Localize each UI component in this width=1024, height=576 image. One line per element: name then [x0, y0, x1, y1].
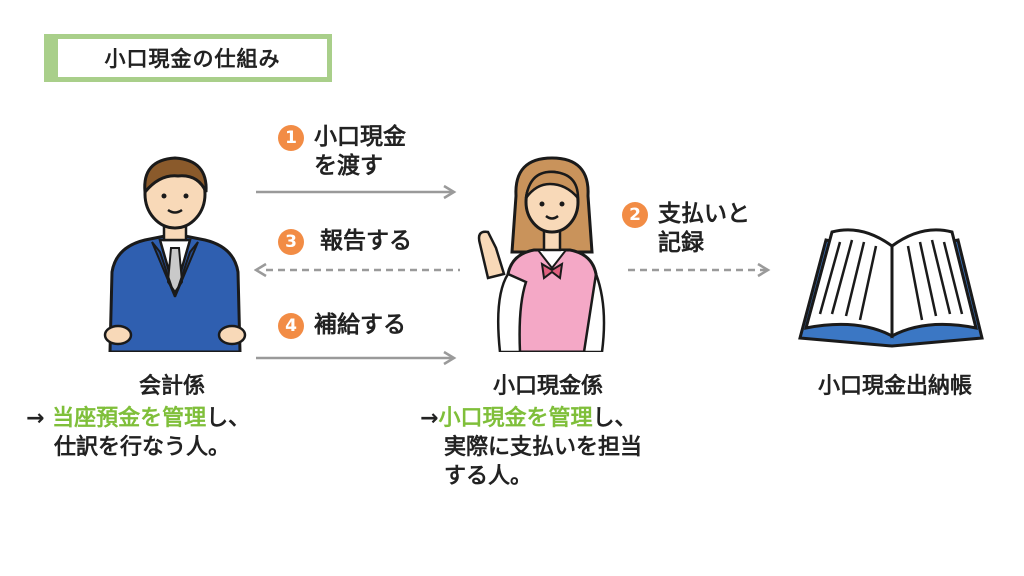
step-4: 4 補給する [278, 311, 406, 340]
step-2: 2 支払いと 記録 [622, 200, 750, 258]
ledger-label: 小口現金出納帳 [817, 374, 972, 399]
petty-cashier-label: 小口現金係 [492, 374, 603, 399]
arrow-replenish [256, 350, 457, 366]
step-3-badge: 3 [278, 229, 304, 255]
petty-cashier-desc-line2: 実際に支払いを担当 [444, 435, 643, 460]
accountant-description: → 当座預金を管理し、 仕訳を行なう人。 [26, 404, 250, 462]
accountant-desc-line2: 仕訳を行なう人。 [54, 435, 231, 460]
page-title: 小口現金の仕組み [104, 47, 281, 71]
petty-cashier-description: →小口現金を管理し、 実際に支払いを担当 する人。 [420, 404, 642, 491]
arrow-report [254, 262, 460, 278]
petty-cashier-desc-highlight: 小口現金を管理 [438, 406, 593, 431]
petty-cashier-desc-arrow: → [420, 406, 439, 431]
arrow-give-cash [256, 184, 457, 200]
accountant-label: 会計係 [138, 374, 205, 399]
title-box: 小口現金の仕組み [44, 34, 332, 82]
arrow-record [628, 262, 771, 278]
office-woman-icon [474, 156, 624, 352]
step-2-badge: 2 [622, 202, 648, 228]
step-3: 3 報告する [278, 227, 412, 256]
step-1-badge: 1 [278, 125, 304, 151]
open-book-icon [796, 218, 986, 352]
step-1: 1 小口現金 を渡す [278, 123, 406, 181]
accountant-desc-arrow: → [26, 406, 45, 431]
accountant-desc-highlight: 当座預金を管理 [52, 406, 207, 431]
petty-cashier-desc-rest: し、 [592, 406, 637, 431]
step-4-badge: 4 [278, 313, 304, 339]
petty-cashier-desc-line3: する人。 [444, 464, 533, 489]
step-2-label: 支払いと 記録 [658, 201, 750, 256]
step-4-label: 補給する [314, 312, 406, 338]
step-1-label: 小口現金 を渡す [314, 124, 406, 179]
accountant-desc-rest: し、 [206, 406, 251, 431]
step-3-label: 報告する [320, 228, 412, 254]
businessman-icon [90, 152, 260, 352]
